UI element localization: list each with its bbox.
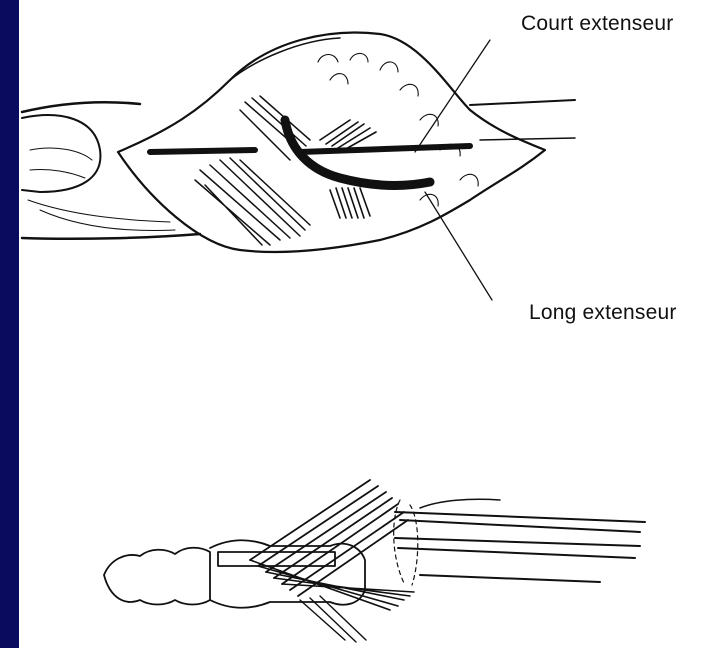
label-court-extenseur: Court extenseur	[521, 12, 673, 36]
thumb-dissection-drawing	[22, 33, 575, 300]
bone-tendon-drawing	[104, 480, 645, 642]
label-long-extenseur: Long extenseur	[529, 301, 677, 325]
